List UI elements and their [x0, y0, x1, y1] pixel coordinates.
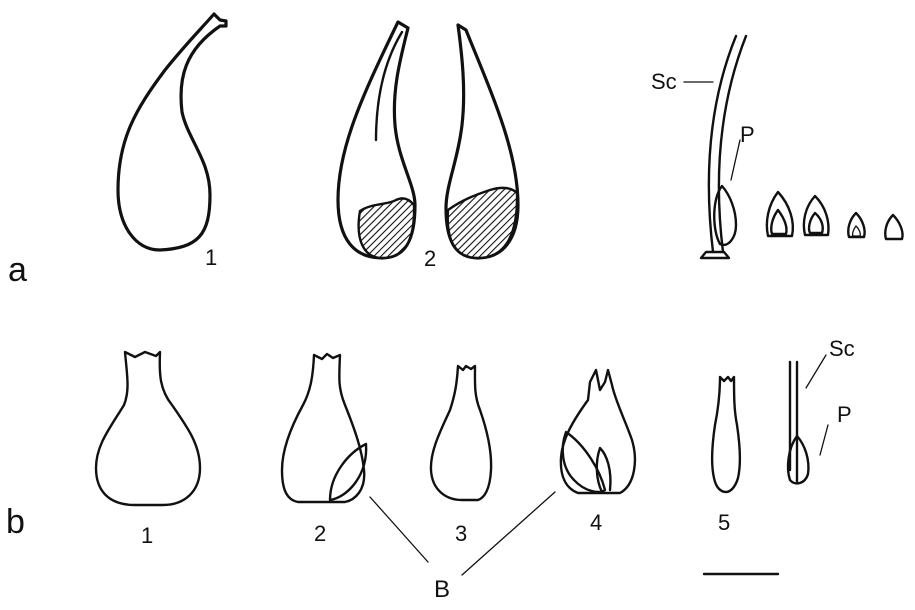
row-a-seta [684, 36, 746, 258]
row-b-fig-3-label: 3 [455, 521, 467, 546]
row-b-figure-1 [96, 352, 200, 505]
row-a-fig-2-label: 2 [424, 246, 436, 271]
row-a-fig-1-label: 1 [205, 245, 217, 270]
row-a-figure-2-left [338, 22, 415, 258]
sc-pointer-b [806, 355, 826, 388]
row-b-b-label: B [434, 576, 450, 603]
row-b-figure-3 [431, 366, 491, 500]
panel-label-a: a [8, 251, 27, 289]
p-pointer-b [820, 425, 828, 455]
row-a-small-leaves [767, 192, 903, 239]
row-b-sc-label: Sc [829, 336, 855, 361]
row-a-figure-2-right [446, 25, 518, 258]
row-b-p-label: P [837, 402, 852, 427]
row-b-fig-4-label: 4 [590, 510, 602, 535]
row-b-figure-5 [712, 377, 740, 492]
row-b-figure-2 [282, 354, 366, 502]
row-b-fig-1-label: 1 [141, 523, 153, 548]
row-a-p-label: P [740, 122, 755, 147]
p-pointer [731, 140, 740, 180]
row-b-seta [788, 355, 828, 483]
row-a-figure-1 [118, 14, 226, 250]
row-a-sc-label: Sc [651, 69, 677, 94]
row-b-figure-4 [561, 370, 635, 493]
row-b-fig-5-label: 5 [718, 510, 730, 535]
row-b-fig-2-label: 2 [314, 521, 326, 546]
panel-label-b: b [6, 503, 25, 541]
